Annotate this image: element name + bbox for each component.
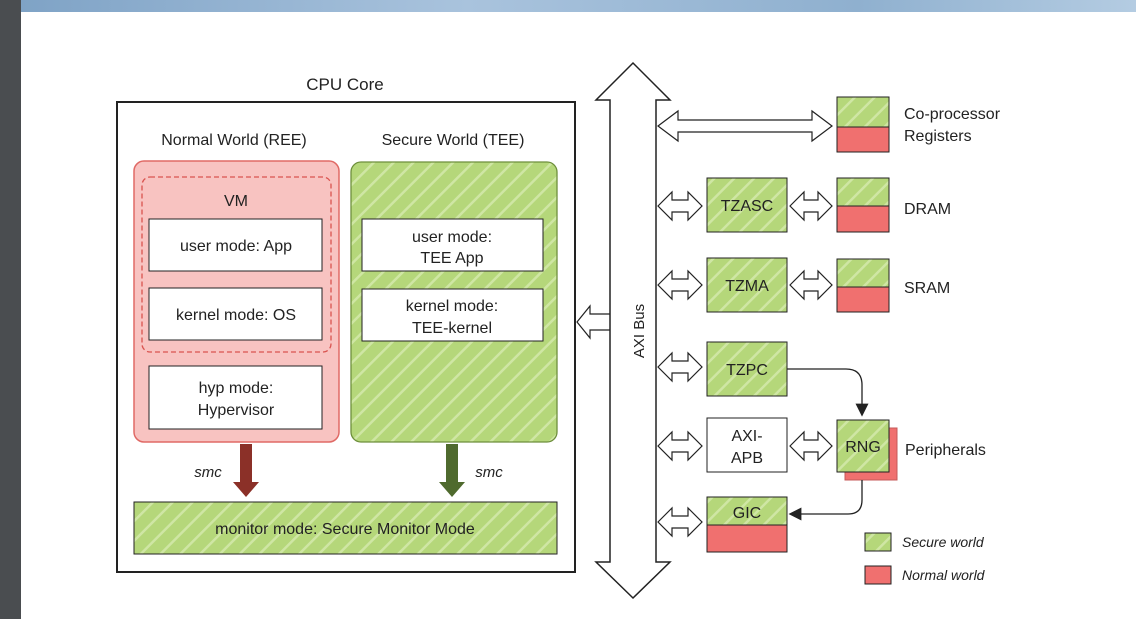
legend-normal-label: Normal world — [902, 567, 986, 583]
rng-label: RNG — [845, 439, 881, 456]
bus-connectors — [657, 190, 703, 538]
tzasc-dram-connector — [789, 190, 833, 222]
axi-apb-box — [706, 417, 788, 473]
tzpc-label: TZPC — [726, 362, 768, 379]
dram-secure-part — [836, 177, 890, 207]
smc-right-label: smc — [475, 464, 503, 481]
axi-apb-connector — [657, 430, 703, 462]
gic-normal-part — [706, 524, 788, 553]
tzma-connector — [657, 269, 703, 301]
tee-kernel-mode-box — [361, 288, 544, 342]
coprocessor-connector — [657, 109, 833, 143]
gic-label: GIC — [733, 505, 761, 522]
user-mode-app-box — [148, 218, 323, 272]
coprocessor-label-line1: Co-processor — [904, 106, 1001, 123]
tzasc-label: TZASC — [721, 198, 773, 215]
axi-apb-line1: AXI- — [731, 428, 762, 445]
tzpc-box — [706, 341, 788, 397]
normal-world-title: Normal World (REE) — [161, 132, 307, 149]
dram-normal-part — [836, 205, 890, 233]
tee-kernel-mode-line2: TEE-kernel — [412, 320, 492, 337]
tee-user-mode-box — [361, 218, 544, 272]
gic-connector — [657, 506, 703, 538]
hyp-mode-box — [148, 365, 323, 430]
tzpc-connector — [657, 351, 703, 383]
hyp-mode-line1: hyp mode: — [199, 380, 274, 397]
peripherals-label: Peripherals — [905, 442, 986, 459]
tee-user-mode-line2: TEE App — [420, 250, 483, 267]
monitor-mode-text: monitor mode: Secure Monitor Mode — [215, 521, 475, 538]
sram-normal-part — [836, 286, 890, 313]
tzma-box — [706, 257, 788, 313]
dram-label: DRAM — [904, 201, 951, 218]
vm-label: VM — [224, 193, 248, 210]
cpu-core-label: CPU Core — [306, 75, 383, 94]
legend-secure-label: Secure world — [902, 534, 985, 550]
axi-apb-line2: APB — [731, 450, 763, 467]
tzma-label: TZMA — [725, 278, 769, 295]
tee-user-mode-line1: user mode: — [412, 229, 492, 246]
user-mode-app-text: user mode: App — [180, 238, 292, 255]
tzma-sram-connector — [789, 269, 833, 301]
tzasc-connector — [657, 190, 703, 222]
coprocessor-secure-part — [836, 96, 890, 128]
kernel-mode-os-box — [148, 287, 323, 341]
window-left-edge — [0, 0, 21, 619]
tzpc-to-rng-arrow — [787, 368, 869, 417]
vm-box — [141, 176, 332, 353]
sram-label: SRAM — [904, 280, 950, 297]
axi-bus — [594, 61, 672, 600]
smc-left-arrow — [233, 444, 259, 497]
smc-right-arrow — [439, 444, 465, 497]
monitor-mode-box — [133, 501, 558, 555]
axi-bus-label: AXI Bus — [631, 304, 648, 358]
coprocessor-normal-part — [836, 126, 890, 153]
tee-kernel-mode-line1: kernel mode: — [406, 298, 499, 315]
coprocessor-label-line2: Registers — [904, 128, 972, 145]
kernel-mode-os-text: kernel mode: OS — [176, 307, 296, 324]
hyp-mode-line2: Hypervisor — [198, 402, 275, 419]
tzasc-box — [706, 177, 788, 233]
rng-box — [836, 419, 890, 473]
gic-secure-part — [706, 496, 788, 526]
smc-left-label: smc — [194, 464, 222, 481]
legend-secure-swatch — [864, 532, 892, 552]
legend-normal-swatch — [864, 565, 892, 585]
rng-to-gic-arrow — [788, 480, 863, 521]
window-top-strip — [21, 0, 1136, 12]
apb-rng-connector — [789, 430, 833, 462]
secure-world-title: Secure World (TEE) — [382, 132, 525, 149]
sram-secure-part — [836, 258, 890, 288]
